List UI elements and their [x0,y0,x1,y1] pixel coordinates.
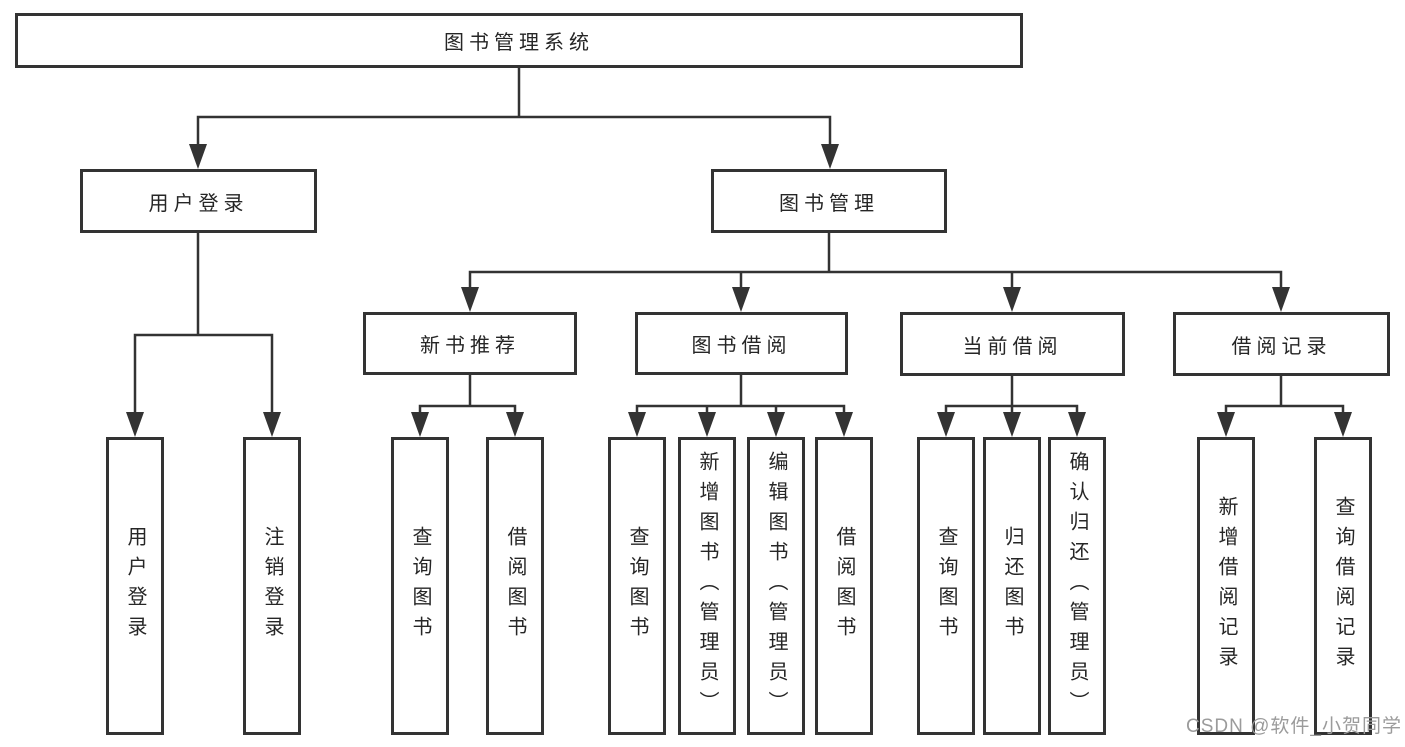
node-leaf-add-book-admin: 新增图书（管理员） [678,437,736,735]
node-leaf-return-book: 归还图书 [983,437,1041,735]
node-new-book-recommendation: 新书推荐 [363,312,577,375]
node-leaf-query-book-1: 查询图书 [391,437,449,735]
node-leaf-query-book-3: 查询图书 [917,437,975,735]
node-library-management-system: 图书管理系统 [15,13,1023,68]
node-leaf-query-borrow-record: 查询借阅记录 [1314,437,1372,735]
leaf-label: 编辑图书（管理员） [765,451,787,721]
node-leaf-user-login: 用户登录 [106,437,164,735]
leaf-label: 注销登录 [261,526,283,646]
leaf-label: 确认归还（管理员） [1066,451,1088,721]
node-current-borrowing: 当前借阅 [900,312,1125,376]
node-book-management: 图书管理 [711,169,947,233]
csdn-watermark: CSDN @软件_小贺同学 [1186,716,1402,737]
node-user-login: 用户登录 [80,169,317,233]
leaf-label: 新增借阅记录 [1215,496,1237,676]
node-leaf-logout: 注销登录 [243,437,301,735]
node-leaf-confirm-return-admin: 确认归还（管理员） [1048,437,1106,735]
leaf-label: 借阅图书 [504,526,526,646]
node-borrowing-records: 借阅记录 [1173,312,1390,376]
node-leaf-add-borrow-record: 新增借阅记录 [1197,437,1255,735]
node-leaf-query-book-2: 查询图书 [608,437,666,735]
node-leaf-edit-book-admin: 编辑图书（管理员） [747,437,805,735]
node-book-borrowing: 图书借阅 [635,312,848,375]
leaf-label: 查询图书 [935,526,957,646]
leaf-label: 用户登录 [124,526,146,646]
leaf-label: 借阅图书 [833,526,855,646]
leaf-label: 查询借阅记录 [1332,496,1354,676]
leaf-label: 查询图书 [409,526,431,646]
leaf-label: 查询图书 [626,526,648,646]
leaf-label: 新增图书（管理员） [696,451,718,721]
node-leaf-borrow-book-1: 借阅图书 [486,437,544,735]
leaf-label: 归还图书 [1001,526,1023,646]
node-leaf-borrow-book-2: 借阅图书 [815,437,873,735]
